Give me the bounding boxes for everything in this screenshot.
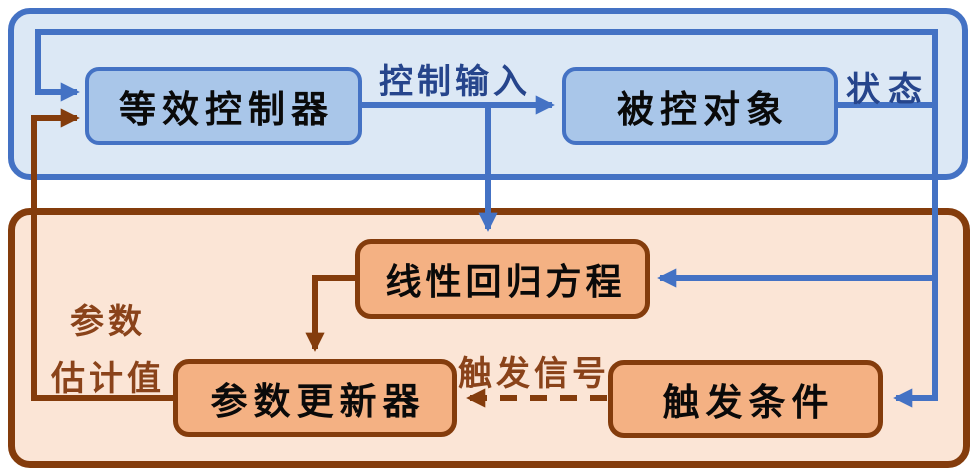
edge-param-estimate-to-controller [31, 108, 176, 401]
node-linear-regression: 线性回归方程 [355, 239, 650, 319]
node-parameter-updater: 参数更新器 [173, 359, 457, 437]
node-parameter-updater-label: 参数更新器 [210, 379, 426, 423]
node-equivalent-controller: 等效控制器 [85, 67, 362, 145]
edge-state-to-trigger [893, 102, 938, 408]
node-linear-regression-label: 线性回归方程 [385, 261, 626, 303]
parameter-estimate-line1: 参数 [70, 302, 146, 342]
edge-label-state: 状态 [840, 62, 936, 111]
edge-label-parameter-estimate: 参数 估计值 [36, 294, 180, 408]
trigger-signal-text: 触发信号 [458, 354, 610, 394]
node-controlled-plant: 被控对象 [562, 67, 838, 145]
node-trigger-condition-label: 触发条件 [662, 380, 835, 424]
node-controlled-plant-label: 被控对象 [617, 87, 789, 131]
edge-label-control-input: 控制输入 [370, 54, 540, 103]
node-equivalent-controller-label: 等效控制器 [119, 87, 334, 131]
edge-label-trigger-signal: 触发信号 [450, 346, 618, 395]
node-trigger-condition: 触发条件 [608, 360, 883, 438]
edge-regression-to-updater [305, 275, 358, 352]
edge-state-feedback-to-controller [35, 29, 938, 110]
parameter-estimate-line2: 估计值 [51, 359, 165, 399]
state-text: 状态 [846, 70, 930, 110]
control-input-text: 控制输入 [379, 62, 531, 102]
